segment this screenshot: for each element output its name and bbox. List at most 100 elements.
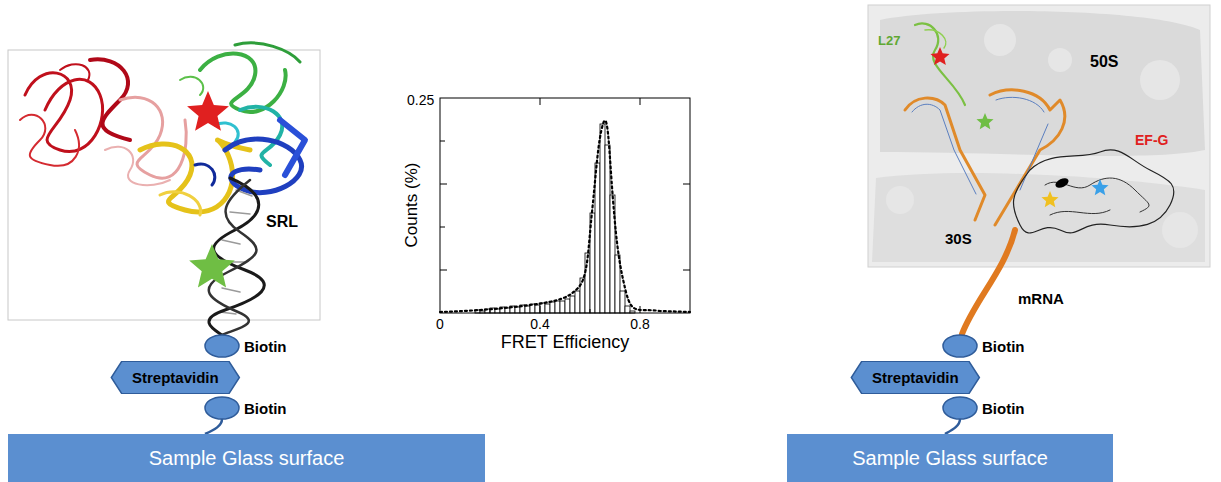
fret-histogram bbox=[605, 145, 610, 313]
ribosome-structure bbox=[976, 113, 993, 129]
ribosome-structure bbox=[915, 23, 965, 105]
fret-histogram bbox=[540, 306, 541, 313]
protein-structure bbox=[20, 43, 305, 215]
fret-histogram bbox=[625, 306, 630, 313]
ribosome-structure bbox=[1054, 176, 1070, 189]
surface-label: Sample Glass surface bbox=[852, 447, 1048, 470]
protein-structure bbox=[160, 192, 201, 215]
protein-structure bbox=[8, 43, 320, 320]
biotin-anchor bbox=[205, 419, 222, 434]
ribosome-structure bbox=[930, 47, 949, 65]
protein-structure bbox=[8, 50, 320, 320]
biotin-anchor bbox=[205, 335, 239, 357]
ribosome-structure bbox=[1091, 179, 1108, 195]
fret-histogram bbox=[475, 124, 635, 313]
glass-surface: Sample Glass surface bbox=[8, 434, 485, 482]
fret-histogram bbox=[560, 301, 565, 313]
streptavidin-shape: Streptavidin bbox=[850, 361, 981, 394]
subunit-label: 30S bbox=[945, 230, 972, 247]
fret-histogram bbox=[540, 98, 541, 105]
subunit-label: 50S bbox=[1090, 53, 1118, 71]
biotin-label: Biotin bbox=[982, 338, 1025, 355]
green-star bbox=[189, 244, 235, 287]
streptavidin-outline bbox=[851, 361, 979, 393]
ribosome-structure bbox=[886, 24, 1198, 248]
srl-helix bbox=[222, 288, 240, 292]
protein-structure bbox=[235, 43, 300, 62]
protein-structure bbox=[180, 77, 203, 95]
protein-structure bbox=[280, 120, 305, 175]
fret-histogram bbox=[525, 306, 530, 313]
protein-label: L27 bbox=[878, 33, 900, 48]
streptavidin-outline bbox=[111, 361, 239, 393]
axis-tick: 0.25 bbox=[407, 92, 434, 108]
axis-title: Counts (%) bbox=[402, 162, 422, 247]
axis-tick: 0 bbox=[436, 316, 444, 332]
srl-helix bbox=[209, 178, 264, 335]
fret-histogram bbox=[440, 98, 690, 313]
protein-structure bbox=[120, 97, 186, 178]
ribosome-structure bbox=[984, 24, 1016, 56]
fret-histogram bbox=[515, 307, 520, 313]
fret-histogram bbox=[545, 304, 550, 313]
ribosome-structure bbox=[868, 5, 1210, 267]
fret-histogram bbox=[640, 98, 641, 105]
biotin-anchor bbox=[205, 397, 239, 419]
ribosome-structure bbox=[912, 104, 976, 194]
fret-histogram bbox=[565, 299, 570, 313]
ribosome-structure bbox=[925, 30, 946, 48]
protein-structure bbox=[20, 115, 79, 166]
ribosome-structure bbox=[886, 186, 914, 214]
fret-histogram bbox=[440, 121, 690, 312]
protein-structure bbox=[195, 164, 215, 185]
mrna-anchor bbox=[945, 419, 960, 434]
ribosome-structure bbox=[1162, 212, 1198, 248]
fret-histogram bbox=[570, 296, 575, 313]
fret-histogram bbox=[440, 98, 690, 313]
fret-histogram bbox=[575, 291, 580, 313]
part-label: SRL bbox=[266, 213, 298, 231]
streptavidin-label: Streptavidin bbox=[872, 369, 959, 386]
ribosome-structure bbox=[880, 11, 1205, 156]
ribosome-structure bbox=[868, 5, 1210, 267]
mrna-label: mRNA bbox=[1018, 290, 1064, 307]
ribosome-structure bbox=[1013, 150, 1173, 233]
streptavidin-label: Streptavidin bbox=[132, 369, 219, 386]
fret-histogram bbox=[595, 163, 600, 313]
fret-histogram bbox=[555, 301, 560, 313]
fret-histogram bbox=[440, 141, 445, 142]
fret-histogram bbox=[535, 305, 540, 313]
fret-histogram bbox=[550, 302, 555, 313]
axis-tick: 0.8 bbox=[630, 316, 649, 332]
fret-histogram bbox=[640, 306, 641, 313]
ribosome-structure bbox=[905, 98, 985, 220]
protein-label: EF-G bbox=[1135, 132, 1168, 148]
protein-structure bbox=[187, 91, 229, 131]
axis-title: FRET Efficiency bbox=[501, 332, 629, 353]
fret-histogram bbox=[440, 98, 690, 313]
srl-helix bbox=[230, 212, 250, 214]
fret-histogram bbox=[590, 309, 591, 313]
ribosome-structure bbox=[905, 23, 1174, 233]
ribosome-structure bbox=[996, 97, 1048, 190]
fret-histogram bbox=[440, 227, 445, 228]
ribosome-structure bbox=[1041, 191, 1058, 207]
protein-structure bbox=[240, 107, 282, 165]
fret-histogram bbox=[600, 124, 605, 313]
srl-helix bbox=[222, 240, 240, 244]
biotin-label: Biotin bbox=[982, 400, 1025, 417]
axis-tick: 0.4 bbox=[530, 316, 549, 332]
fret-histogram bbox=[620, 291, 625, 313]
protein-structure bbox=[25, 73, 103, 152]
fret-histogram bbox=[490, 309, 491, 313]
glass-surface: Sample Glass surface bbox=[787, 434, 1113, 482]
biotin-label: Biotin bbox=[244, 338, 287, 355]
mrna-anchor bbox=[943, 335, 977, 357]
ribosome-structure bbox=[1140, 60, 1180, 100]
ribosome-structure bbox=[872, 173, 1205, 262]
surface-label: Sample Glass surface bbox=[149, 447, 345, 470]
fret-histogram bbox=[440, 184, 447, 185]
ribosome-structure bbox=[1048, 48, 1072, 72]
